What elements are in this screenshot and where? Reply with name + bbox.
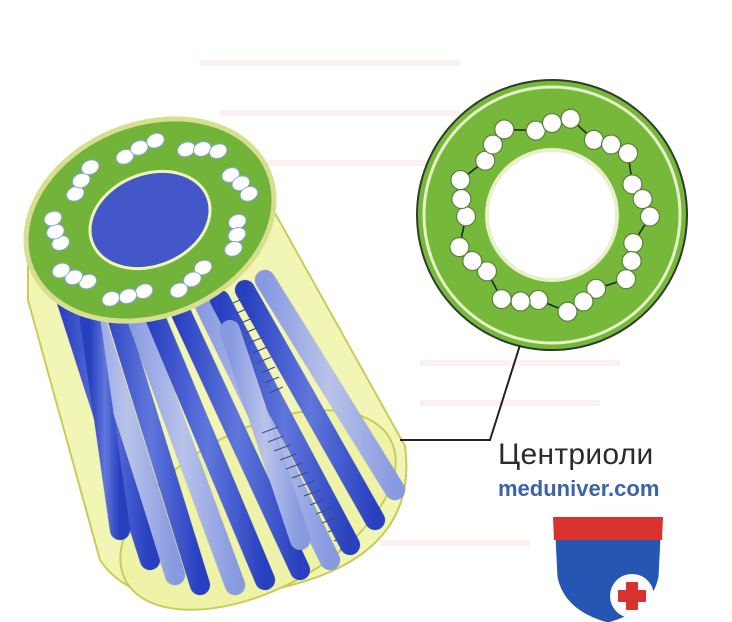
microtubule-dot <box>525 120 546 141</box>
hatch-mark <box>236 306 252 314</box>
microtubule-edge <box>254 269 406 501</box>
microtubule-dot <box>586 278 607 299</box>
microtubule-dot <box>449 236 470 258</box>
cap-microtubule-dot <box>169 282 189 299</box>
microtubule-dot <box>621 250 642 272</box>
hatch-mark <box>285 462 303 470</box>
microtubule-dot <box>462 250 483 272</box>
cap-microtubule-dot <box>208 143 228 159</box>
hatch-mark <box>261 426 279 434</box>
site-link[interactable]: meduniver.com <box>498 476 660 501</box>
hatch-mark <box>260 366 276 374</box>
pointer-line <box>400 344 521 441</box>
microtubule-dot <box>491 289 512 310</box>
microtubule-edge <box>234 279 386 531</box>
microtubule-dot <box>476 261 498 282</box>
microtubule <box>165 290 310 580</box>
cylinder-top-cap <box>23 116 277 324</box>
cap-microtubule-dot <box>227 226 247 243</box>
microtubule-dot <box>494 119 515 140</box>
caption-label: Центриоли <box>498 438 654 471</box>
microtubule <box>220 320 310 550</box>
hatch-mark <box>333 534 351 542</box>
hatch-mark <box>232 296 248 304</box>
medical-cross-icon <box>610 574 654 618</box>
hatch-mark <box>256 356 272 364</box>
microtubule-dot <box>455 206 477 227</box>
cap-microtubule-dot <box>64 269 84 286</box>
cap-microtubule-dot <box>71 172 91 189</box>
microtubule-dot <box>617 143 639 164</box>
microtubule-dot <box>510 291 531 312</box>
hatch-mark <box>303 489 321 497</box>
microtubule <box>80 310 130 540</box>
microtubule-edge <box>219 319 311 551</box>
cap-microtubule-dot <box>43 210 63 227</box>
microtubule-edge <box>79 309 131 541</box>
cap-microtubule-dot <box>193 141 212 157</box>
meduniver-shield-logo <box>551 515 665 622</box>
cross-section-lumen <box>485 148 619 282</box>
cap-microtubule-dot <box>224 241 243 257</box>
hatch-mark <box>268 386 284 394</box>
microtubule-dot <box>450 169 471 191</box>
hatch-mark <box>321 516 339 524</box>
microtubule-dot <box>615 269 637 290</box>
hatch-mark <box>240 316 256 324</box>
microtubule-dot <box>482 134 503 155</box>
cap-microtubule-dot <box>51 262 71 279</box>
hatch-mark <box>273 444 291 452</box>
hatch-mark <box>315 507 333 515</box>
microtubule-dot <box>451 188 472 210</box>
cap-microtubule-dot <box>239 186 259 202</box>
microtubule-dot <box>573 291 594 312</box>
microtubule <box>140 295 275 590</box>
microtubule-dot <box>639 206 661 227</box>
hatch-mark <box>267 435 285 443</box>
microtubule-dot <box>557 301 578 322</box>
microtubule <box>255 270 405 500</box>
microtubule-bundle <box>49 251 406 596</box>
microtubule-edge <box>164 289 311 581</box>
microtubule-dot <box>622 174 643 195</box>
microtubule <box>120 290 245 595</box>
hatch-mark <box>264 376 280 384</box>
microtubule-dot <box>560 108 581 129</box>
microtubule-dot <box>632 188 653 210</box>
microtubule-edge <box>119 289 246 596</box>
microtubule-dot <box>541 112 563 134</box>
background-texture <box>200 60 620 546</box>
hatch-mark <box>297 480 315 488</box>
hatch-mark <box>327 525 345 533</box>
cap-microtubule-dot <box>183 271 202 288</box>
microtubule-dot <box>583 129 604 150</box>
microtubule-dot <box>528 289 549 311</box>
microtubule <box>235 280 385 530</box>
cap-microtubule-dot <box>101 291 121 307</box>
microtubule-dot <box>475 150 496 171</box>
microtubule-dot <box>623 233 644 254</box>
cap-microtubule-dot <box>78 273 98 290</box>
microtubule-edge <box>139 294 276 591</box>
cap-microtubule-dot <box>193 259 213 276</box>
triplet-microtubules <box>449 108 661 322</box>
hatch-mark <box>339 543 357 551</box>
cap-microtubule-dot <box>146 132 165 149</box>
cross-section <box>416 79 688 351</box>
cap-microtubule-dot <box>80 159 100 176</box>
hatch-mark <box>309 498 327 506</box>
hatch-mark <box>244 326 260 334</box>
hatch-mark <box>248 336 264 344</box>
hatch-mark <box>291 471 309 479</box>
cap-microtubule-dot <box>66 185 85 202</box>
centriole-cylinder <box>23 116 408 611</box>
cap-triplets <box>43 132 259 307</box>
hatch-mark <box>252 346 268 354</box>
microtubule-dot <box>601 134 622 155</box>
hatch-mark <box>279 453 297 461</box>
